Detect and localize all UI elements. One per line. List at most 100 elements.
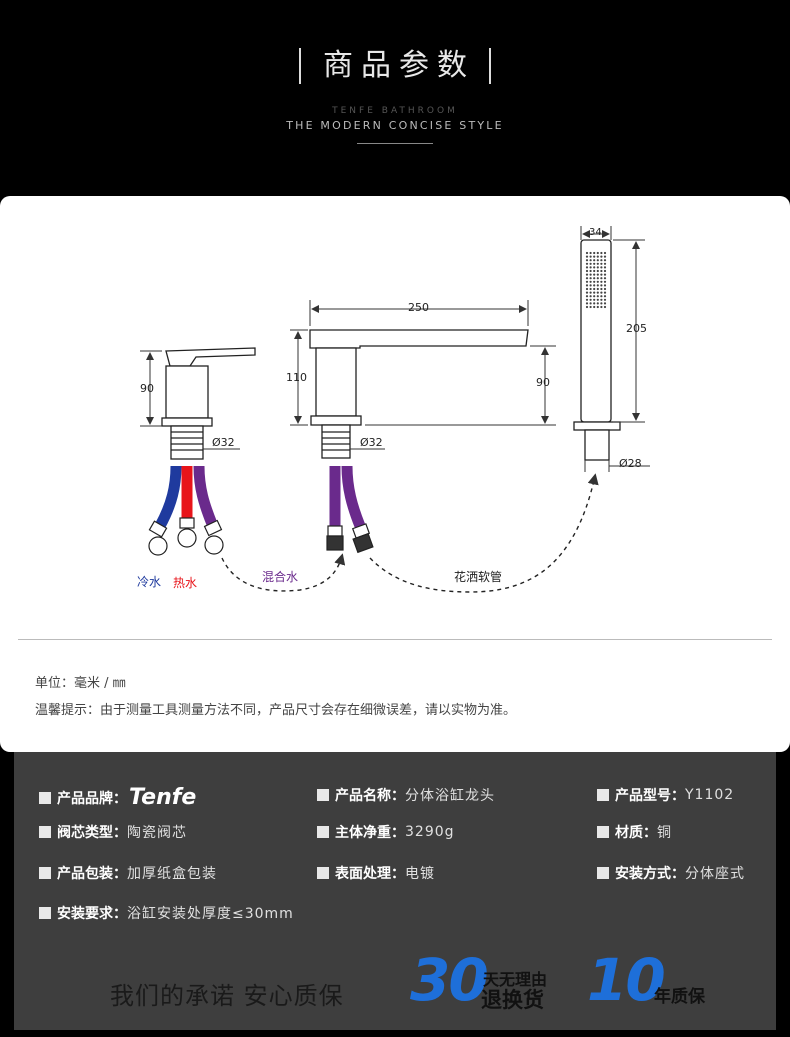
nozzle-dot — [596, 287, 599, 291]
spec-package-label: 产品包装： — [57, 866, 127, 882]
nozzle-dot — [603, 266, 607, 269]
nozzle-dot — [593, 266, 596, 269]
bullet-square — [597, 867, 609, 879]
bullet-square — [317, 826, 329, 838]
spec-material: 材质： 铜 — [597, 822, 672, 842]
dim-left-diameter-label: Ø32 — [212, 436, 235, 449]
spec-model-value: Y1102 — [685, 787, 735, 803]
nozzle-dot — [589, 273, 592, 276]
spec-requirement-value: 浴缸安装处厚度≤30mm — [127, 906, 294, 922]
nozzle-dot — [585, 284, 589, 287]
label-hot: 热水 — [173, 576, 197, 590]
header: 商品参数 TENFE BATHROOM THE MODERN CONCISE S… — [0, 0, 790, 195]
spec-brand-value: Tenfe — [129, 785, 197, 810]
nozzle-dot — [603, 291, 607, 294]
spec-model: 产品型号： Y1102 — [597, 785, 734, 805]
nozzle-dot — [600, 277, 603, 280]
dim-mid-diameter-label: Ø32 — [360, 436, 383, 449]
nozzle-dot — [589, 298, 592, 301]
spec-valve-label: 阀芯类型： — [57, 825, 127, 841]
spec-surface: 表面处理： 电镀 — [317, 863, 435, 883]
spec-requirement-label: 安装要求： — [57, 906, 127, 922]
spec-surface-value: 电镀 — [405, 866, 435, 882]
dim-shower-diameter-label: Ø28 — [619, 457, 642, 470]
nozzle-dot — [589, 302, 592, 305]
dim-shower-height — [613, 239, 645, 423]
nozzle-dot — [603, 302, 607, 305]
dim-left-height — [140, 350, 162, 427]
connection-arrows — [221, 473, 599, 593]
nozzle-dot — [600, 262, 603, 265]
nozzle-dot — [585, 277, 589, 280]
bullet-square — [39, 826, 51, 838]
spec-install: 安装方式： 分体座式 — [597, 863, 745, 883]
bullet-square — [597, 826, 609, 838]
dim-left-height-label: 90 — [140, 382, 154, 395]
nozzle-dot — [593, 255, 596, 258]
hose-fittings-left — [148, 517, 224, 556]
nozzle-dot — [600, 291, 603, 294]
nozzle-dot — [596, 259, 599, 262]
label-hose: 花洒软管 — [454, 569, 502, 584]
spec-install-label: 安装方式： — [615, 866, 685, 882]
spec-valve-value: 陶瓷阀芯 — [127, 825, 187, 841]
nozzle-dot — [596, 269, 599, 273]
nozzle-dot — [603, 259, 607, 262]
nozzle-dot — [589, 266, 592, 269]
spec-surface-label: 表面处理： — [335, 866, 405, 882]
spec-weight-value: 3290g — [405, 824, 455, 840]
nozzle-dot — [589, 251, 592, 255]
spec-package: 产品包装： 加厚纸盒包装 — [39, 863, 217, 883]
nozzle-dot — [593, 259, 596, 262]
nozzle-dot — [596, 280, 599, 283]
nozzle-dot — [596, 277, 599, 280]
nozzle-dot — [589, 305, 592, 309]
nozzle-dot — [593, 291, 596, 294]
dim-shower-width-label: 34 — [589, 227, 602, 238]
label-mixed: 混合水 — [262, 569, 298, 584]
spec-brand-label: 产品品牌： — [57, 790, 127, 807]
mixed-water-hose-left — [193, 465, 218, 527]
nozzle-dot — [600, 269, 603, 273]
bullet-square — [39, 791, 51, 804]
nozzle-dot — [596, 262, 599, 265]
promise-text: 我们的承诺 安心质保 — [110, 982, 344, 1010]
bullet-square — [39, 907, 51, 919]
nozzle-dot — [596, 298, 599, 301]
spec-material-label: 材质： — [615, 825, 657, 841]
warranty-years-number: 10 — [587, 946, 666, 1014]
nozzle-dot — [585, 255, 589, 258]
nozzle-dot — [596, 255, 599, 258]
nozzle-dot — [589, 277, 592, 280]
nozzle-dot — [585, 295, 589, 298]
nozzle-dot — [585, 287, 589, 291]
spec-weight-label: 主体净重： — [335, 825, 405, 841]
nozzle-dot — [600, 266, 603, 269]
dim-mid-spout-label: 90 — [536, 376, 550, 389]
spout — [309, 329, 529, 459]
nozzle-dot — [600, 280, 603, 283]
spec-package-value: 加厚纸盒包装 — [127, 866, 217, 882]
spec-name-label: 产品名称： — [335, 788, 405, 804]
title-wrap: 商品参数 — [0, 48, 790, 84]
nozzle-dot — [593, 251, 596, 255]
nozzle-dot — [603, 269, 607, 273]
nozzle-dot — [600, 284, 603, 287]
nozzle-dot — [600, 251, 603, 255]
spec-model-label: 产品型号： — [615, 788, 685, 804]
dim-mid-width-label: 250 — [408, 301, 429, 314]
bullet-square — [317, 789, 329, 801]
nozzle-dot — [596, 251, 599, 255]
nozzle-dot — [603, 251, 607, 255]
nozzle-dot — [593, 295, 596, 298]
nozzle-dot — [603, 280, 607, 283]
nozzle-dot — [600, 287, 603, 291]
page-title: 商品参数 — [299, 48, 491, 84]
nozzle-dot — [603, 273, 607, 276]
nozzle-dot — [593, 262, 596, 265]
nozzle-dot — [589, 280, 592, 283]
dim-mid-width — [309, 300, 529, 326]
bullet-square — [597, 789, 609, 801]
nozzle-dot — [585, 251, 589, 255]
spec-requirement: 安装要求： 浴缸安装处厚度≤30mm — [39, 903, 294, 923]
